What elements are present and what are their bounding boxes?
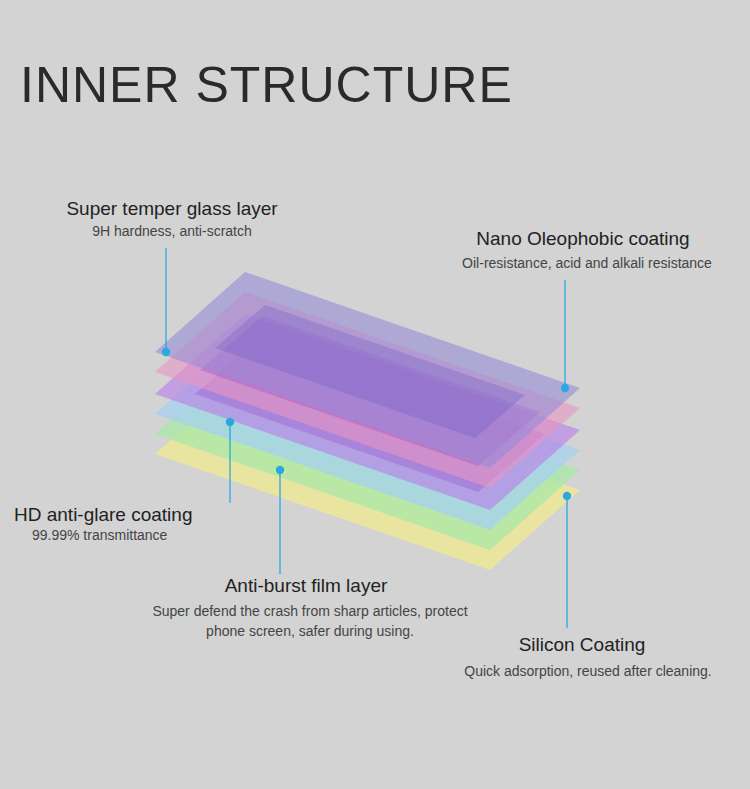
layer-description: Quick adsorption, reused after cleaning. bbox=[464, 663, 711, 679]
layer-description: 99.99% transmittance bbox=[32, 527, 167, 543]
layer-description: Oil-resistance, acid and alkali resistan… bbox=[462, 255, 712, 271]
screen-area bbox=[215, 305, 525, 438]
leader-dot bbox=[227, 419, 234, 426]
layer-name: Anti-burst film layer bbox=[225, 575, 388, 597]
layer-name: HD anti-glare coating bbox=[14, 504, 192, 526]
leader-dot bbox=[277, 467, 284, 474]
title: INNER STRUCTURE bbox=[20, 56, 513, 114]
layer-description: 9H hardness, anti-scratch bbox=[92, 223, 252, 239]
layer-name: Silicon Coating bbox=[519, 634, 646, 656]
layer-name: Nano Oleophobic coating bbox=[476, 228, 689, 250]
glass-layer bbox=[155, 272, 580, 468]
leader-line bbox=[566, 496, 567, 628]
leader-dot bbox=[564, 493, 571, 500]
leader-line bbox=[165, 248, 166, 352]
leader-dot bbox=[163, 349, 170, 356]
leader-dot bbox=[562, 385, 569, 392]
leader-line bbox=[279, 470, 280, 574]
leader-line bbox=[564, 280, 565, 388]
layer-description: Super defend the crash from sharp articl… bbox=[145, 601, 475, 641]
leader-line bbox=[229, 422, 230, 503]
layer-name: Super temper glass layer bbox=[66, 198, 277, 220]
